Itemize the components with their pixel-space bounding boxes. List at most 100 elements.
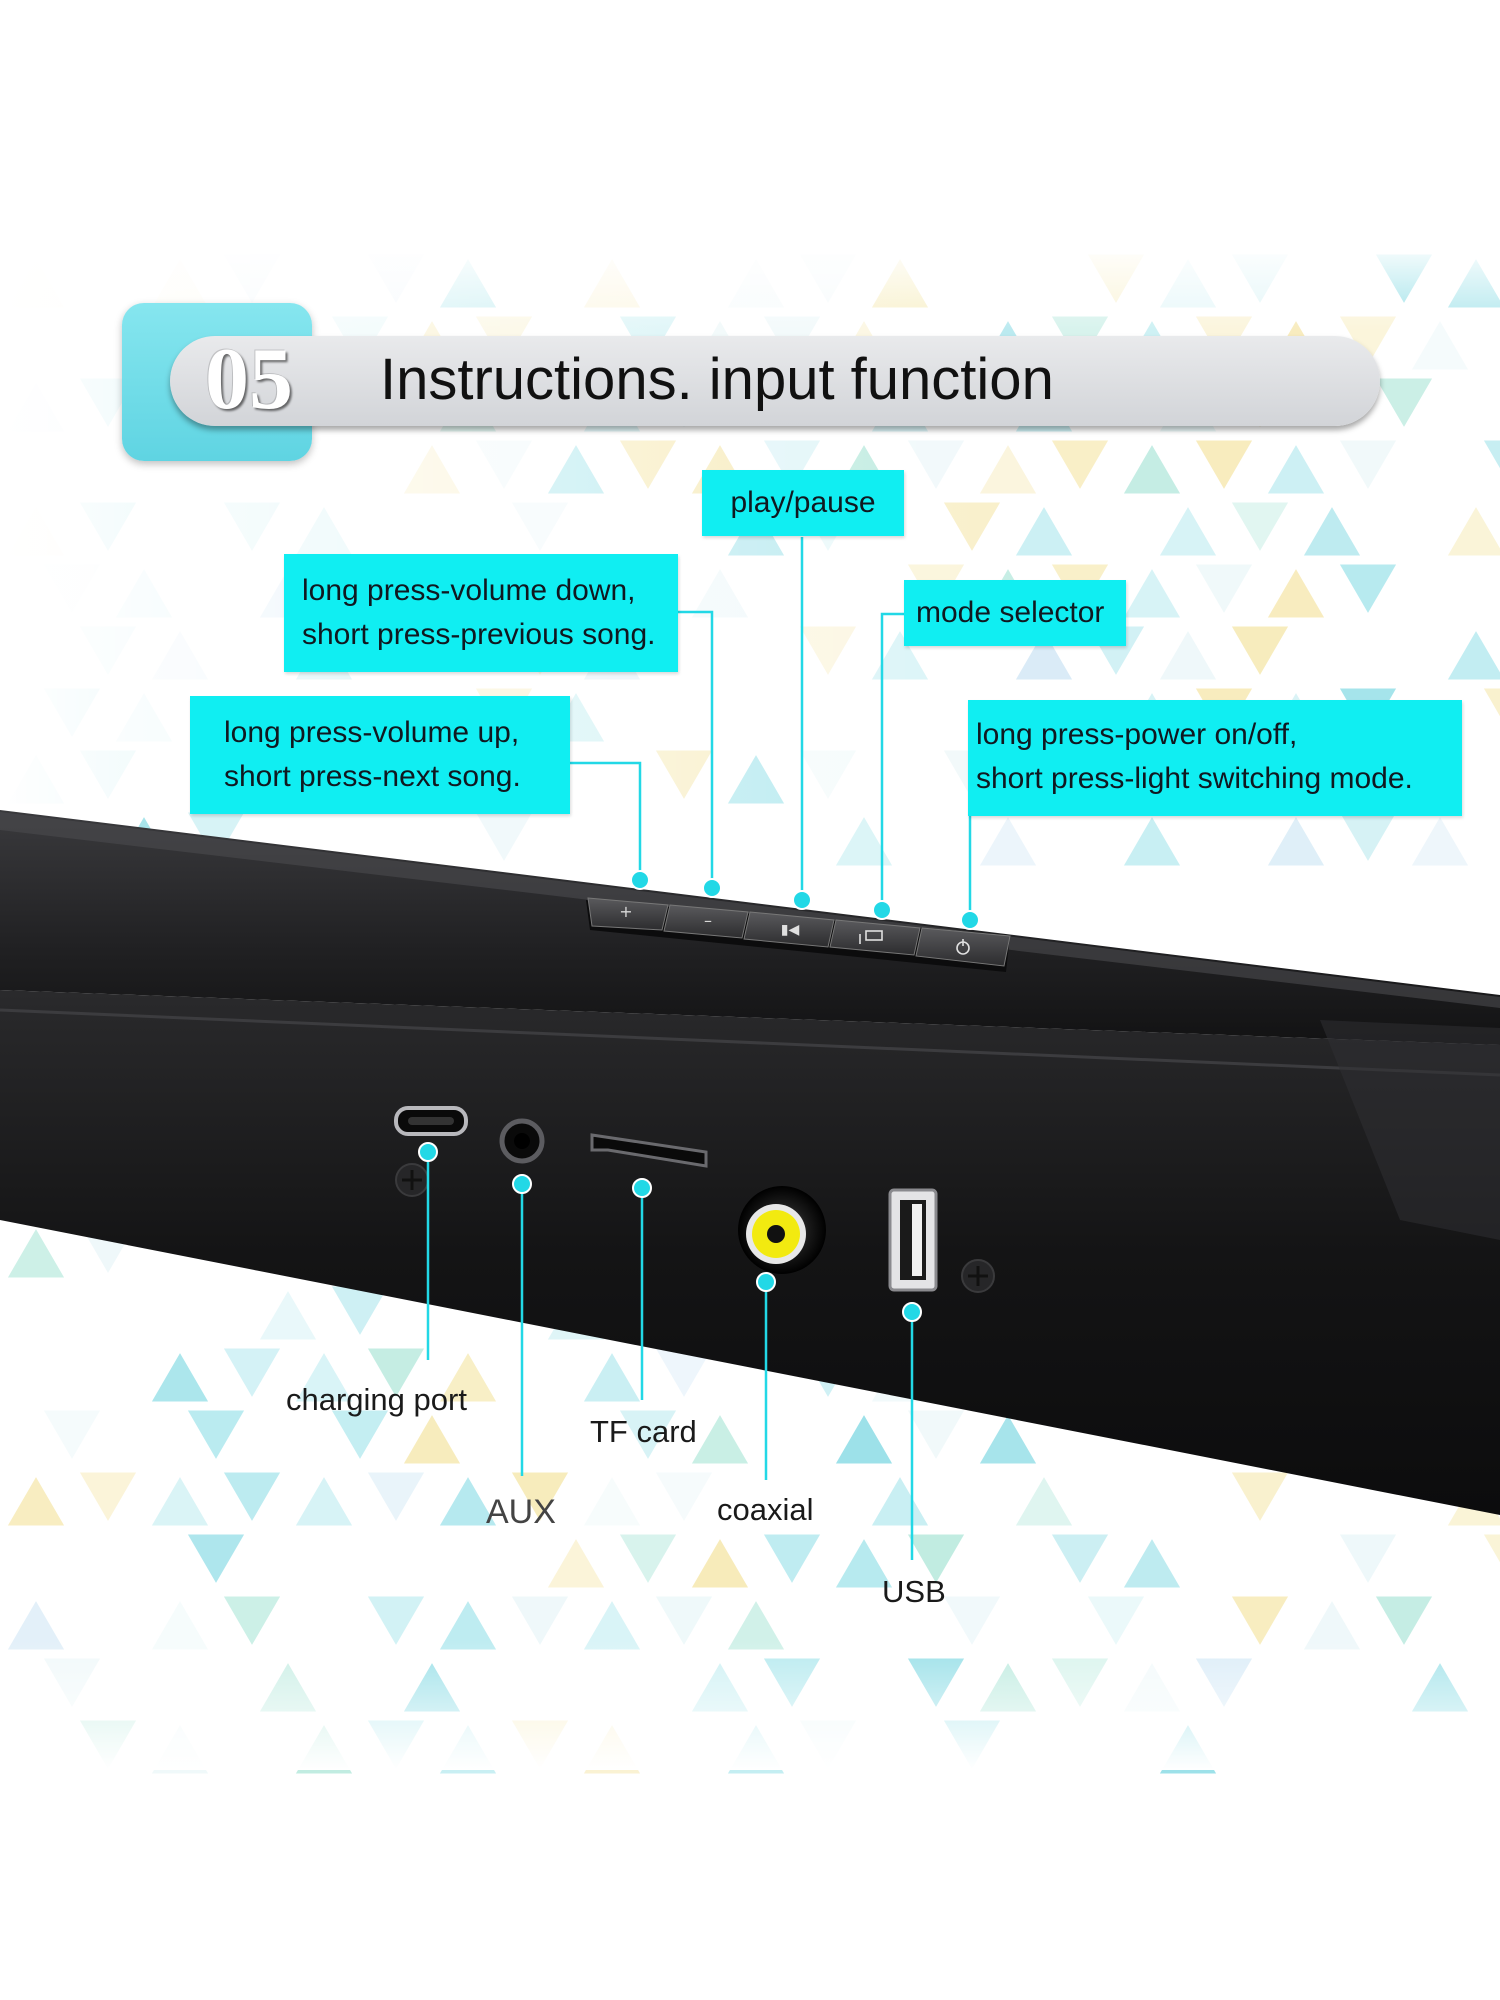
callout-dot — [702, 878, 722, 898]
pattern-triangle — [691, 1539, 749, 1588]
pattern-triangle — [439, 1477, 497, 1526]
pattern-triangle — [1231, 502, 1289, 551]
tf-card-slot-icon[interactable] — [590, 1133, 708, 1168]
pattern-triangle — [943, 1596, 1001, 1645]
pattern-triangle — [1411, 817, 1469, 866]
callout-dot — [512, 1174, 532, 1194]
minus-button[interactable]: – — [663, 904, 749, 939]
pattern-triangle — [1051, 1534, 1109, 1583]
pattern-triangle — [331, 1410, 389, 1459]
power-line-2: short press-light switching mode. — [976, 762, 1413, 795]
pattern-triangle — [367, 1472, 425, 1521]
soundbar-edge-line — [0, 1008, 1500, 1077]
mode-selector-label: mode selector — [916, 596, 1105, 629]
callout-dot — [632, 1178, 652, 1198]
pattern-triangle — [907, 1534, 965, 1583]
coaxial-label: coaxial — [717, 1492, 814, 1527]
pattern-triangle — [259, 1291, 317, 1340]
volume-up-line-1: long press-volume up, — [224, 716, 520, 749]
leader-line-volume-down — [676, 610, 714, 888]
pattern-triangle — [511, 1472, 569, 1521]
pattern-triangle — [583, 1353, 641, 1402]
volume-up-callout: long press-volume up, short press-next s… — [190, 696, 570, 814]
play-pause-icon: ▮◀ — [781, 922, 800, 938]
soundbar-top-highlight — [0, 812, 1500, 1008]
pattern-triangle — [1195, 440, 1253, 489]
leader-line-volume-up — [568, 761, 642, 880]
power-button[interactable] — [915, 927, 1011, 967]
pattern-triangle — [295, 1353, 353, 1402]
minus-icon: – — [704, 911, 712, 930]
pattern-triangle — [1267, 817, 1325, 866]
pattern-triangle — [1375, 378, 1433, 427]
pattern-triangle — [655, 1472, 713, 1521]
pattern-triangle — [439, 1601, 497, 1650]
pattern-triangle — [151, 1353, 209, 1402]
play-pause-label: play/pause — [730, 486, 876, 519]
pattern-triangle — [907, 1410, 965, 1459]
pattern-triangle — [1231, 1472, 1289, 1521]
play-pause-button[interactable]: ▮◀ — [743, 911, 835, 948]
port-panel — [394, 1106, 995, 1293]
pattern-triangle — [1015, 507, 1073, 556]
pattern-triangle — [79, 1472, 137, 1521]
pattern-triangle — [835, 1415, 893, 1464]
pattern-triangle — [7, 1477, 65, 1526]
pattern-triangle — [979, 1415, 1037, 1464]
pattern-triangle — [1375, 1596, 1433, 1645]
callout-dot — [630, 870, 650, 890]
pattern-triangle — [43, 1410, 101, 1459]
pattern-triangle — [1123, 1539, 1181, 1588]
plus-button[interactable]: + — [587, 897, 669, 931]
pattern-triangle — [7, 1601, 65, 1650]
power-line-1: long press-power on/off, — [976, 718, 1298, 751]
callout-dot — [418, 1142, 438, 1162]
pattern-triangle — [979, 817, 1037, 866]
volume-down-callout: long press-volume down, short press-prev… — [284, 554, 678, 672]
section-number: 05 — [205, 331, 293, 428]
pattern-triangle — [583, 1477, 641, 1526]
pattern-triangle — [1051, 440, 1109, 489]
usb-label: USB — [882, 1574, 946, 1609]
pattern-triangle — [187, 1410, 245, 1459]
pattern-triangle — [151, 1601, 209, 1650]
pattern-triangle — [367, 1596, 425, 1645]
soundbar-reflection — [1320, 1020, 1500, 1240]
pattern-triangle — [1123, 817, 1181, 866]
pattern-triangle — [187, 1534, 245, 1583]
pattern-triangle — [1411, 321, 1469, 370]
pattern-triangle — [1483, 440, 1500, 469]
mode-icon — [865, 930, 883, 941]
pattern-triangle — [1087, 1596, 1145, 1645]
pattern-triangle — [583, 1601, 641, 1650]
pattern-triangle — [763, 1534, 821, 1583]
pattern-triangle — [871, 1477, 929, 1526]
pattern-triangle — [1159, 507, 1217, 556]
pattern-triangle — [295, 1477, 353, 1526]
mode-button[interactable] — [829, 919, 921, 956]
volume-up-line-2: short press-next song. — [224, 760, 521, 793]
pattern-triangle — [511, 1596, 569, 1645]
pattern-triangle — [547, 1539, 605, 1588]
pattern-triangle — [7, 1229, 65, 1278]
play-pause-callout: play/pause — [702, 470, 904, 536]
pattern-fade-bottom — [0, 1640, 1500, 1770]
volume-down-line-1: long press-volume down, — [302, 574, 636, 607]
callout-dot — [792, 890, 812, 910]
usb-c-tongue — [408, 1117, 454, 1125]
pattern-triangle — [1339, 812, 1397, 861]
pattern-triangle — [1195, 564, 1253, 613]
volume-down-line-2: short press-previous song. — [302, 618, 656, 651]
pattern-triangle — [1015, 1477, 1073, 1526]
pattern-triangle — [1303, 1601, 1361, 1650]
pattern-triangle — [1303, 507, 1361, 556]
title-bar — [170, 336, 1380, 426]
pattern-triangle — [331, 1286, 389, 1335]
callout-dot — [872, 900, 892, 920]
pattern-triangle — [835, 817, 893, 866]
mode-selector-callout: mode selector — [904, 580, 1126, 646]
pattern-triangle — [1267, 569, 1325, 618]
pattern-triangle — [367, 1348, 425, 1397]
